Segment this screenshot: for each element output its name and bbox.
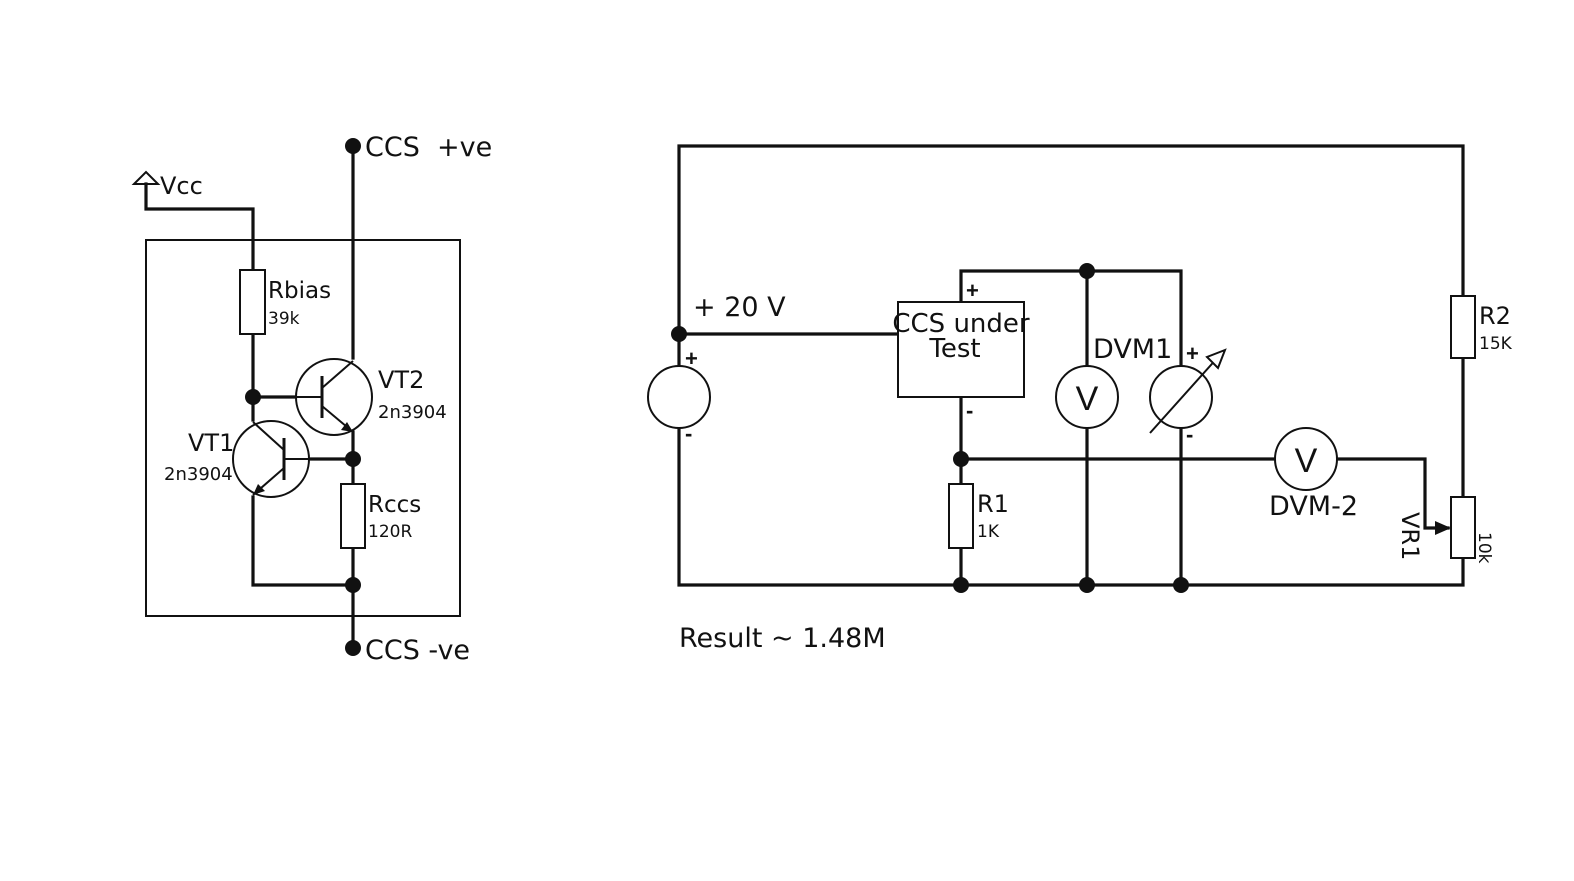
meter-plus-sign: +: [1186, 341, 1199, 366]
vr1-value: 10k: [1474, 532, 1494, 564]
junction-dot: [1079, 577, 1095, 593]
right-test-circuit: + - + 20 V CCS under Test + - V DVM1 + -…: [647, 144, 1513, 654]
r1-name: R1: [977, 490, 1009, 518]
ccs-plus-terminal: [345, 138, 361, 154]
vcc-wire: [144, 182, 255, 272]
vcc-label: Vcc: [160, 172, 203, 200]
junction-dot: [245, 389, 261, 405]
bottom-return-wire: [677, 425, 1465, 587]
junction-dot: [345, 577, 361, 593]
vr1-potentiometer: [1450, 496, 1476, 559]
dvm1-label: DVM1: [1093, 334, 1172, 365]
supply-voltage-label: + 20 V: [693, 292, 786, 323]
r2-resistor: [1450, 295, 1476, 359]
source-plus-sign: +: [685, 346, 698, 371]
r2-value: 15K: [1479, 334, 1513, 354]
junction-dot: [953, 451, 969, 467]
rccs-resistor: [340, 483, 366, 549]
dut-label-line2: Test: [928, 334, 980, 364]
vt2-transistor: [295, 358, 373, 436]
rccs-value: 120R: [368, 522, 412, 542]
dvm1-voltmeter: [1055, 365, 1119, 429]
dut-label-line1: CCS under: [892, 309, 1030, 339]
voltage-source: [647, 365, 711, 429]
left-ccs-circuit: Vcc Rbias 39k Rccs 120R VT2 2n3904: [131, 132, 492, 666]
result-text: Result ~ 1.48M: [679, 623, 886, 654]
rbias-name: Rbias: [268, 278, 331, 304]
junction-dot: [671, 326, 687, 342]
dut-minus-sign: -: [966, 398, 973, 423]
junction-dot: [345, 451, 361, 467]
dvm2-voltmeter: [1274, 427, 1338, 491]
ccs-enclosure-box: [145, 239, 461, 617]
rbias-resistor: [239, 269, 266, 335]
vt1-part: 2n3904: [164, 464, 233, 485]
meter-minus-sign: -: [1186, 422, 1193, 447]
dvm2-label: DVM-2: [1269, 491, 1358, 522]
r1-value: 1K: [977, 522, 1000, 542]
vt2-label: VT2: [378, 366, 424, 394]
current-meter-icon: [1149, 348, 1227, 434]
ccs-minus-terminal: [345, 640, 361, 656]
junction-dot: [953, 577, 969, 593]
dut-plus-sign: +: [966, 278, 979, 303]
dut-plus-rail: [959, 269, 1183, 367]
source-minus-sign: -: [685, 421, 692, 446]
vt1-label: VT1: [188, 429, 234, 457]
rccs-name: Rccs: [368, 492, 421, 518]
dvm1-v-symbol: V: [1076, 380, 1099, 418]
top-supply-wire: [677, 144, 1465, 336]
junction-dot: [1173, 577, 1189, 593]
vt1-transistor: [232, 420, 310, 498]
vt2-part: 2n3904: [378, 402, 447, 423]
vr1-name: VR1: [1396, 512, 1424, 560]
junction-dot: [1079, 263, 1095, 279]
vt1-emitter-wire: [251, 495, 355, 587]
dvm2-v-symbol: V: [1295, 442, 1318, 480]
ccs-plus-label: CCS +ve: [365, 132, 492, 163]
ccs-under-test-box: [897, 301, 1025, 398]
ccs-minus-label: CCS -ve: [365, 635, 470, 666]
r2-name: R2: [1479, 302, 1511, 330]
vcc-supply-symbol: [131, 170, 161, 185]
rbias-value: 39k: [268, 309, 300, 329]
wiper-arrow-icon: [1435, 521, 1451, 535]
r1-resistor: [948, 483, 974, 549]
